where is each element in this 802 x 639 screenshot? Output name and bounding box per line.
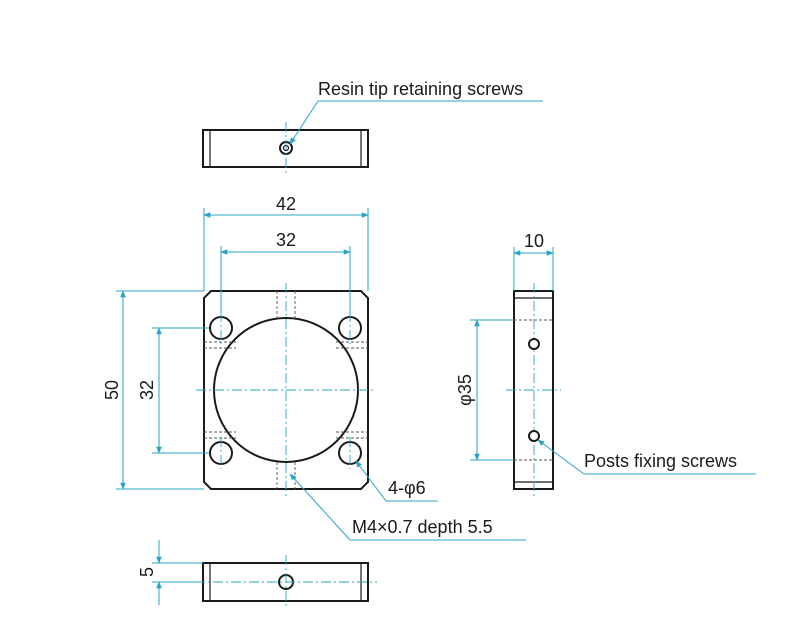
- resin-tip-screws-label: Resin tip retaining screws: [318, 79, 523, 99]
- hole-spec-label: 4-φ6: [388, 478, 426, 498]
- post-screw-icon: [528, 338, 540, 350]
- hole-spacing-y-dimension: 32: [137, 380, 157, 400]
- top-view: Resin tip retaining screws: [202, 79, 543, 174]
- front-view: 42 32 50 32 4-φ6 M4×0.7 depth 5.5: [102, 194, 526, 541]
- thickness-dimension: 10: [524, 231, 544, 251]
- side-view: 10 φ35 Posts fixing screws: [455, 231, 756, 497]
- bottom-view: 5: [137, 540, 377, 609]
- height-dimension: 50: [102, 380, 122, 400]
- aperture-diameter-dimension: φ35: [455, 374, 475, 406]
- width-dimension: 42: [276, 194, 296, 214]
- screw-offset-dimension: 5: [137, 567, 157, 577]
- post-screw-icon: [528, 430, 540, 442]
- posts-fixing-screws-label: Posts fixing screws: [584, 451, 737, 471]
- thread-spec-label: M4×0.7 depth 5.5: [352, 517, 493, 537]
- hole-spacing-x-dimension: 32: [276, 230, 296, 250]
